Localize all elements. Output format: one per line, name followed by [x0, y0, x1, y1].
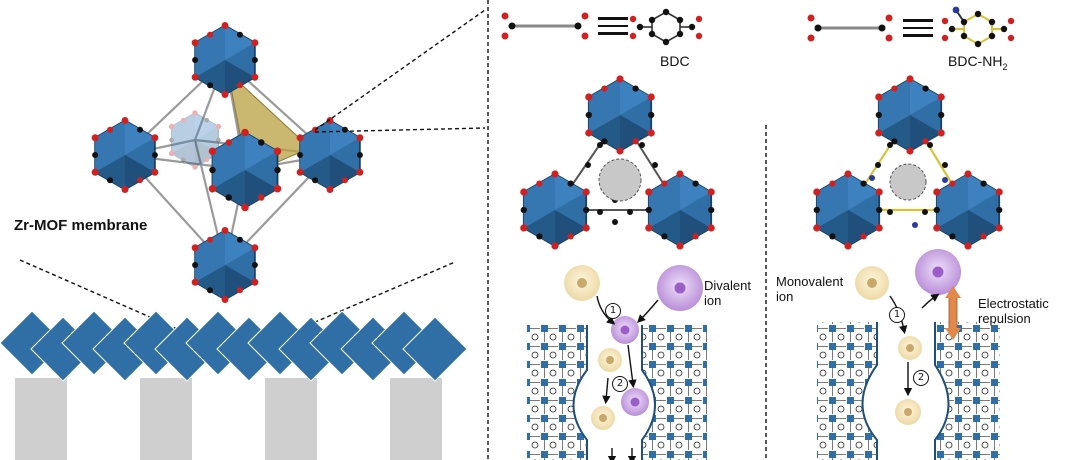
bdc-label: BDC	[660, 53, 690, 69]
bdc-nh2-channel	[817, 249, 1000, 460]
bdc-structure	[629, 8, 703, 46]
bdc-channel	[527, 265, 707, 460]
membrane-layer	[0, 310, 468, 460]
bdc-nh2-structure	[941, 6, 1015, 48]
bdc-linker	[501, 12, 589, 40]
zr-mof-membrane-label: Zr-MOF membrane	[14, 217, 148, 234]
bdc-pore-unit	[519, 74, 716, 251]
substrate-support	[15, 378, 442, 460]
zr-mof-3d-structure	[90, 21, 365, 304]
bdc-nh2-linker	[807, 14, 893, 42]
step-1-marker: 1	[605, 303, 621, 319]
electrostatic-repulsion-label: Electrostatic repulsion	[978, 296, 1049, 326]
step-1-marker-nh2: 1	[889, 307, 905, 323]
bdc-nh2-label: BDC-NH2	[948, 53, 1008, 72]
repulsion-arrow	[945, 286, 961, 340]
membrane-crystal	[402, 316, 468, 382]
pore-aperture	[598, 158, 642, 202]
monovalent-ion-label: Monovalent ion	[776, 274, 844, 304]
step-2-marker-nh2: 2	[913, 370, 929, 386]
bdc-nh2-pore-unit	[812, 74, 1004, 251]
equivalence-symbol	[598, 17, 628, 37]
step-2-marker: 2	[612, 376, 628, 392]
equivalence-symbol-2	[903, 19, 933, 39]
pore-aperture-nh2	[889, 163, 927, 201]
divalent-ion-label: Divalent ion	[704, 278, 751, 308]
